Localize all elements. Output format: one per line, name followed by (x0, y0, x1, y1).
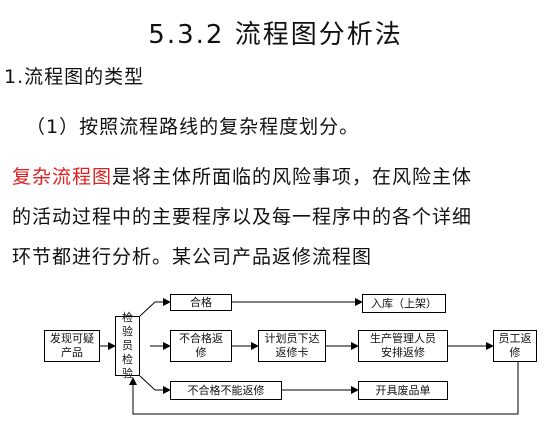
paragraph-line-3: 环节都进行分析。某公司产品返修流程图 (12, 246, 373, 268)
arrow-inspect-pass (139, 298, 171, 317)
highlight-term: 复杂流程图 (12, 166, 113, 188)
box-production: 生产管理人员安排返修 (358, 330, 448, 362)
section-title: 5.3.2 流程图分析法 (148, 20, 403, 50)
box-discover: 发现可疑产品 (44, 330, 100, 362)
heading-flowchart-types: 1.流程图的类型 (4, 66, 145, 88)
box-inspect: 检验员检验 (115, 311, 140, 380)
box-fail-norepair: 不合格不能返修 (170, 381, 282, 400)
paragraph-line-2: 的活动过程中的主要程序以及每一程序中的各个详细 (12, 206, 473, 228)
box-stock: 入库（上架） (362, 294, 446, 313)
box-fail-repair: 不合格返修 (170, 330, 232, 362)
heading-classification: （1）按照流程路线的复杂程度划分。 (26, 116, 360, 138)
box-scrap: 开具废品单 (358, 381, 448, 400)
arrow-inspect-failnorepair (139, 375, 171, 394)
paragraph-line-1: 复杂流程图是将主体所面临的风险事项，在风险主体 (12, 162, 472, 189)
box-plan: 计划员下达返修卡 (258, 330, 326, 362)
box-worker: 员工返修 (493, 330, 537, 362)
box-pass: 合格 (170, 294, 232, 311)
flowchart-connectors (100, 298, 519, 415)
paragraph-line-1-text: 是将主体所面临的风险事项，在风险主体 (112, 166, 473, 188)
repair-flowchart: 发现可疑产品 检验员检验 合格 入库（上架） 不合格返修 计划员下达返修卡 生产… (0, 280, 551, 426)
arrow-worker-inspect (129, 362, 519, 415)
